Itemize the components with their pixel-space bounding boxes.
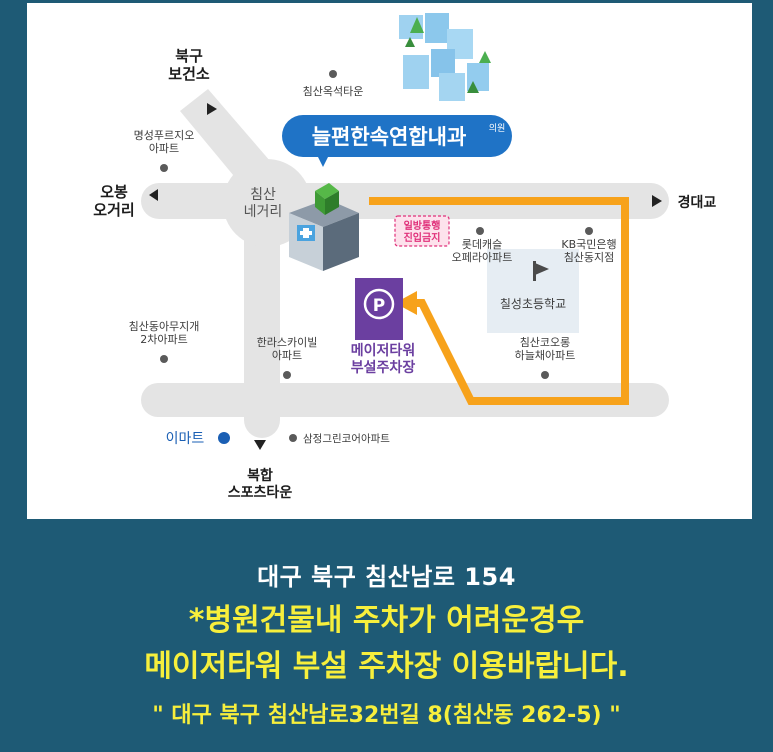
parking-building bbox=[355, 278, 403, 340]
direction-arrows bbox=[149, 103, 662, 450]
parking-address: " 대구 북구 침산남로32번길 8(침산동 262-5) " bbox=[152, 703, 621, 728]
roads bbox=[141, 89, 669, 438]
poi-dot-kb bbox=[585, 227, 593, 235]
parking-notice-line2: 메이저타워 부설 주차장 이용바랍니다. bbox=[144, 649, 629, 684]
clinic-address: 대구 북구 침산남로 154 bbox=[257, 563, 516, 591]
one-way-badge bbox=[394, 215, 450, 247]
arrow-right-gyeongdae bbox=[652, 195, 662, 207]
road-horizontal-bottom bbox=[141, 383, 669, 417]
arrow-right-bukgu bbox=[207, 103, 217, 115]
hospital-badge bbox=[282, 115, 512, 167]
hospital-building-icon bbox=[289, 183, 359, 271]
footer-info: 대구 북구 침산남로 154 *병원건물내 주차가 어려운경우 메이저타워 부설… bbox=[0, 519, 773, 752]
poi-dot-lotte bbox=[476, 227, 484, 235]
route-arrowhead bbox=[395, 291, 417, 315]
poi-dot-samjeong bbox=[289, 434, 297, 442]
label-gyeongdaegyo: 경대교 bbox=[678, 194, 717, 211]
arrow-down-bokhap bbox=[254, 440, 266, 450]
poi-dot-hanra bbox=[283, 371, 291, 379]
parking-notice-line1: *병원건물내 주차가 어려운경우 bbox=[188, 603, 585, 638]
poi-dots bbox=[160, 70, 593, 442]
label-hospital-suffix: 의원 bbox=[489, 123, 506, 134]
arrow-left-obong bbox=[149, 189, 158, 201]
label-chilseong-school: 칠성초등학교 bbox=[500, 297, 566, 311]
road-vertical bbox=[244, 208, 280, 438]
poi-dot-dongah bbox=[160, 355, 168, 363]
route-line bbox=[369, 197, 629, 405]
label-samjeong: 삼정그린코어아파트 bbox=[303, 433, 390, 445]
school-flag-icon bbox=[535, 263, 549, 275]
label-chimsan-okseok: 침산옥석타운 bbox=[303, 85, 364, 98]
poi-dot-myeongseong bbox=[160, 164, 168, 172]
parking-icon bbox=[363, 288, 395, 320]
emart-dot bbox=[218, 432, 230, 444]
poi-dot-kolon bbox=[541, 371, 549, 379]
label-emart: 이마트 bbox=[166, 431, 205, 447]
city-blocks-icon bbox=[399, 13, 491, 101]
label-hospital-name: 늘편한속연합내과 bbox=[312, 125, 467, 149]
label-parking-symbol: P bbox=[373, 296, 385, 316]
poi-dot-okseok bbox=[329, 70, 337, 78]
